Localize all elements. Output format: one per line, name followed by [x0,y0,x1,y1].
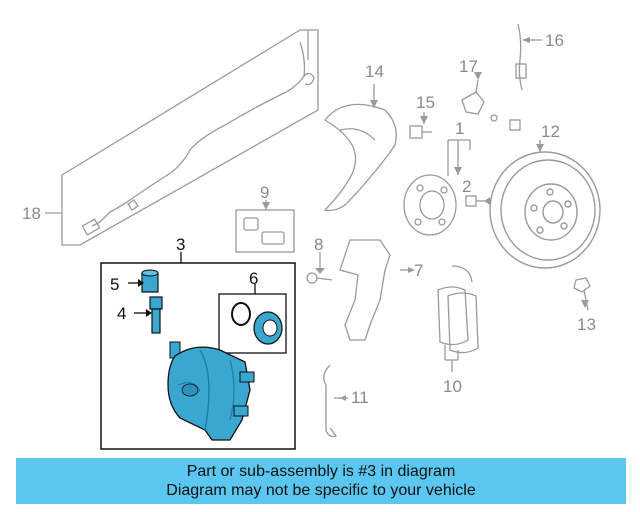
banner-line-2: Diagram may not be specific to your vehi… [166,482,476,499]
callout-4: 4 [117,304,126,323]
abs-sensor-16 [509,23,542,131]
callout-12: 12 [541,122,560,141]
spring-clip-11 [323,364,348,438]
callout-1: 1 [455,119,464,138]
callout-16: 16 [545,31,564,50]
callout-14: 14 [365,62,384,81]
dust-shield-14 [323,84,397,212]
bolt-15 [409,112,432,139]
callout-2: 2 [462,177,471,196]
callout-8: 8 [314,235,323,254]
bolt-13 [573,277,591,311]
callout-10: 10 [443,377,462,396]
abs-sensor-panel [45,29,319,246]
brake-pads-10 [437,265,479,372]
caliper-bracket-7 [306,239,410,341]
brake-caliper-3 [167,341,255,441]
info-banner: Part or sub-assembly is #3 in diagram Di… [16,458,626,504]
callout-9: 9 [260,183,269,202]
abs-sensor-17 [461,79,498,122]
brake-rotor-12 [489,140,601,269]
callout-18: 18 [22,204,41,223]
callout-11: 11 [351,388,369,407]
guide-pin-kit-9 [235,200,295,253]
callout-7: 7 [414,261,423,280]
callout-15: 15 [416,93,435,112]
callout-leaders [262,37,589,401]
callout-3: 3 [176,235,185,254]
wheel-hub-1 [403,139,471,236]
callout-5: 5 [110,275,119,294]
caliper-assembly-box [100,252,296,450]
callout-6: 6 [249,269,258,288]
callout-13: 13 [577,315,596,334]
callout-17: 17 [459,57,478,76]
banner-line-1: Part or sub-assembly is #3 in diagram [186,463,456,480]
